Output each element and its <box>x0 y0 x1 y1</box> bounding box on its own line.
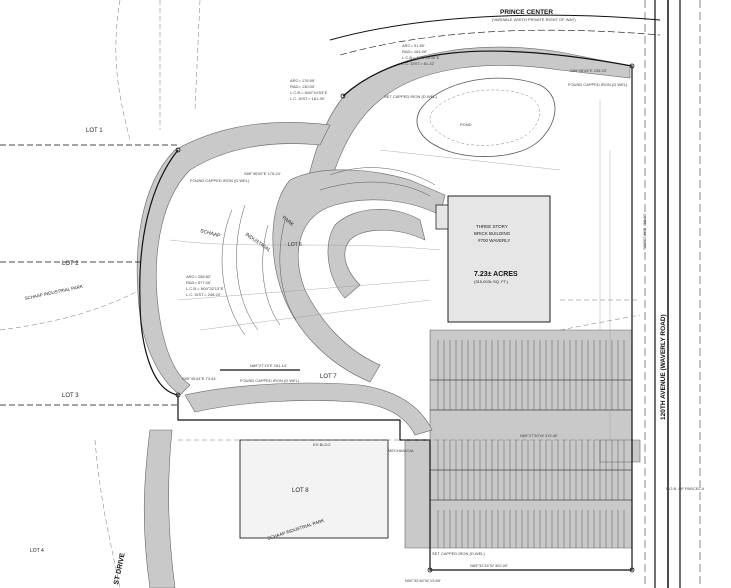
park-label-industrial: INDUSTRIAL <box>244 232 272 254</box>
se-drive <box>404 439 431 549</box>
pavement-areas <box>136 46 641 588</box>
bearing-1: S89°46'00"E 175.24' <box>244 171 281 176</box>
lot-2-label: LOT 2 <box>62 261 79 267</box>
svg-text:L.C.B.= N40°44'53"E: L.C.B.= N40°44'53"E <box>290 90 328 95</box>
lot-4-label: LOT 4 <box>30 548 44 554</box>
sqft-label: (315,003± SQ. FT.) <box>474 279 509 284</box>
bearing-8: S00°32'46"E 488.20' <box>642 213 647 250</box>
svg-text:ARC= 91.89': ARC= 91.89' <box>402 43 425 48</box>
building-line2: BRICK BUILDING <box>474 231 511 236</box>
parking-stalls <box>437 340 625 548</box>
bearing-2: S89°45'43"E 235.33' <box>570 68 607 73</box>
inner-oval-drive <box>327 209 426 299</box>
building-line3: #700 WAVERLY <box>478 238 510 243</box>
lot-1-label: LOT 1 <box>86 128 103 134</box>
found-iron-3: FOUND CAPPED IRON (D.WEL) <box>240 378 300 383</box>
sw-road <box>143 429 176 588</box>
park-lot-label: LOT 6 <box>288 242 302 248</box>
found-iron-2: FOUND CAPPED IRON (D.WEL) <box>568 82 628 87</box>
curve-top-right-data: ARC= 91.89' RAD= 164.00' L.C.B.= N73°44'… <box>402 43 440 66</box>
bearing-3: N89°27'13"E 161.14' <box>250 363 287 368</box>
park-label-schaap: SCHAAP <box>199 228 221 239</box>
building-notch <box>435 204 449 230</box>
curve-left-data: ARC= 258.82' RAD= 577.00' L.C.B.= N04°32… <box>186 274 224 297</box>
svg-text:L.C. DIST.= 81.32': L.C. DIST.= 81.32' <box>402 61 435 66</box>
svg-text:ARC= 258.82': ARC= 258.82' <box>186 274 211 279</box>
svg-text:L.C. DIST.= 161.39': L.C. DIST.= 161.39' <box>290 96 325 101</box>
pob-label: P.O.B. OF PARCEL A <box>666 486 704 491</box>
bearing-6: N89°27'30"W 315.40' <box>520 433 558 438</box>
eh-bldg-label: EH BLDG <box>313 442 331 447</box>
south-parking-lot <box>429 329 633 549</box>
set-iron-1: SET CAPPED IRON (D.WEL) <box>432 551 485 556</box>
arc-parking-rows <box>221 167 436 336</box>
lot-7-label: LOT 7 <box>320 374 337 380</box>
lot-8-label: LOT 8 <box>292 488 309 494</box>
building-line1: THREE STORY <box>476 224 508 229</box>
street-120th-label: 120TH AVENUE (WAVERLY ROAD) <box>660 314 667 420</box>
street-prince-center: PRINCE CENTER <box>500 9 553 16</box>
set-iron-2: SET CAPPED IRON (D.WEL) <box>384 94 437 99</box>
svg-text:ARC= 176.99': ARC= 176.99' <box>290 78 315 83</box>
main-building <box>447 195 551 323</box>
bearing-4: S89°45'44"E 73.44' <box>182 376 217 381</box>
central-parking-area <box>272 169 446 383</box>
curve-top-data: ARC= 176.99' RAD= 130.00' L.C.B.= N40°44… <box>290 78 328 101</box>
found-iron-1: FOUND CAPPED IRON (D.WEL) <box>190 178 250 183</box>
svg-text:L.C.B.= N04°32'13"E: L.C.B.= N04°32'13"E <box>186 286 224 291</box>
street-prince-center-sub: (VARIABLE WIDTH PRIVATE RIGHT OF WAY) <box>492 17 576 22</box>
svg-text:RAD= 577.00': RAD= 577.00' <box>186 280 211 285</box>
lot7-drive <box>184 382 433 436</box>
road-120th-avenue <box>644 0 701 588</box>
mechanical-label: MECHANICAL <box>388 448 415 453</box>
corner-markers <box>175 63 635 573</box>
west-loop-drive <box>136 122 331 396</box>
pond-inner-contour <box>429 89 540 146</box>
pond <box>416 77 556 157</box>
bearing-5: N89°32'25"W 302.00' <box>470 563 508 568</box>
lot8-building <box>239 439 389 539</box>
pond-label: POND <box>460 122 472 127</box>
bearing-7: N00°32'46"W 13.69' <box>405 578 441 583</box>
parking-aisles <box>430 379 632 501</box>
svg-text:RAD= 130.00': RAD= 130.00' <box>290 84 315 89</box>
svg-text:L.C.B.= N73°44'40"E: L.C.B.= N73°44'40"E <box>402 55 440 60</box>
schaap-park-label-west: SCHAAP INDUSTRIAL PARK <box>24 284 83 301</box>
property-boundaries <box>0 50 633 571</box>
acreage-label: 7.23± ACRES <box>474 271 518 278</box>
street-sw-label: ST DRIVE <box>113 552 127 585</box>
road-prince-center <box>329 14 661 56</box>
lot-3-label: LOT 3 <box>62 393 79 399</box>
svg-text:L.C. DIST.= 248.23': L.C. DIST.= 248.23' <box>186 292 221 297</box>
labels: PRINCE CENTER (VARIABLE WIDTH PRIVATE RI… <box>24 9 704 585</box>
svg-text:RAD= 164.00': RAD= 164.00' <box>402 49 427 54</box>
parcel-a-boundary <box>139 50 633 571</box>
